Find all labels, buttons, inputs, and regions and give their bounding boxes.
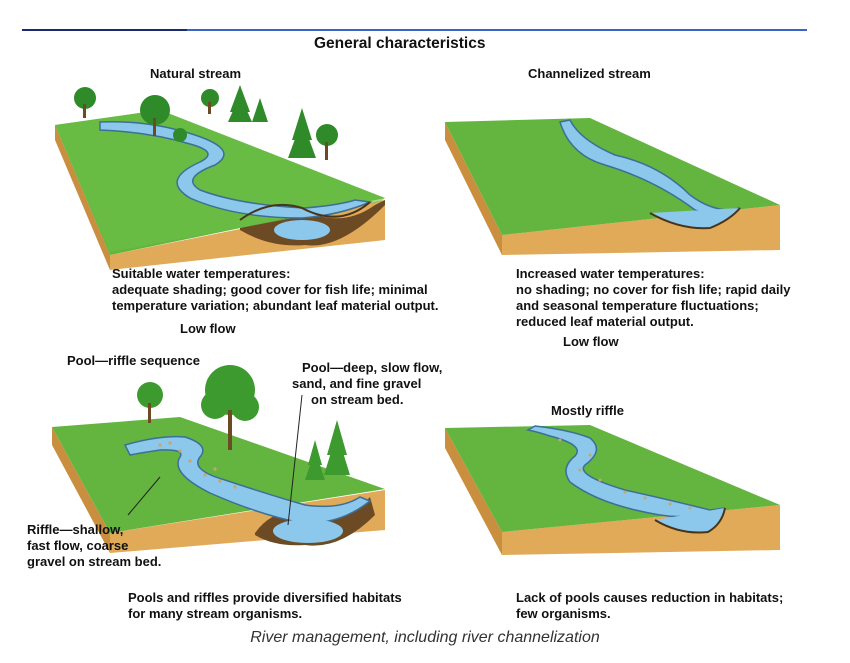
pool-label-line-3: on stream bed. [311, 392, 404, 407]
channelized-desc-line-3: and seasonal temperature fluctuations; [516, 298, 759, 313]
natural-stream-heading: Natural stream [150, 66, 242, 81]
top-rule-accent [22, 29, 187, 31]
natural-low-flow-label: Low flow [180, 321, 236, 336]
pool-riffle-sequence-label: Pool—riffle sequence [67, 353, 200, 368]
channelized-desc-line-4: reduced leaf material output. [516, 314, 694, 329]
channelized-low-flow-label: Low flow [563, 334, 619, 349]
figure-title: General characteristics [314, 35, 486, 52]
natural-desc-line-2: adequate shading; good cover for fish li… [112, 282, 428, 297]
natural-bottom-line-1: Pools and riffles provide diversified ha… [128, 590, 402, 605]
pool-riffle-illustration [52, 365, 385, 553]
mostly-riffle-label: Mostly riffle [551, 403, 624, 418]
riffle-label-line-3: gravel on stream bed. [27, 554, 162, 569]
channelized-bottom-line-2: few organisms. [516, 606, 611, 621]
natural-desc-line-1: Suitable water temperatures: [112, 266, 291, 281]
natural-desc-line-3: temperature variation; abundant leaf mat… [112, 298, 439, 313]
channelized-desc-line-2: no shading; no cover for fish life; rapi… [516, 282, 791, 297]
figure-caption: River management, including river channe… [250, 629, 600, 646]
riffle-label-line-2: fast flow, coarse [27, 538, 129, 553]
natural-stream-illustration [55, 85, 385, 270]
pool-label-line-1: Pool—deep, slow flow, [302, 360, 443, 375]
mostly-riffle-illustration [445, 425, 780, 555]
riffle-label-line-1: Riffle—shallow, [27, 522, 124, 537]
natural-bottom-line-2: for many stream organisms. [128, 606, 303, 621]
channelized-bottom-line-1: Lack of pools causes reduction in habita… [516, 590, 784, 605]
channelized-stream-heading: Channelized stream [528, 66, 651, 81]
pool-label-line-2: sand, and fine gravel [292, 376, 422, 391]
channelized-desc-line-1: Increased water temperatures: [516, 266, 705, 281]
top-rule [22, 29, 807, 31]
channelized-stream-illustration [445, 118, 780, 255]
